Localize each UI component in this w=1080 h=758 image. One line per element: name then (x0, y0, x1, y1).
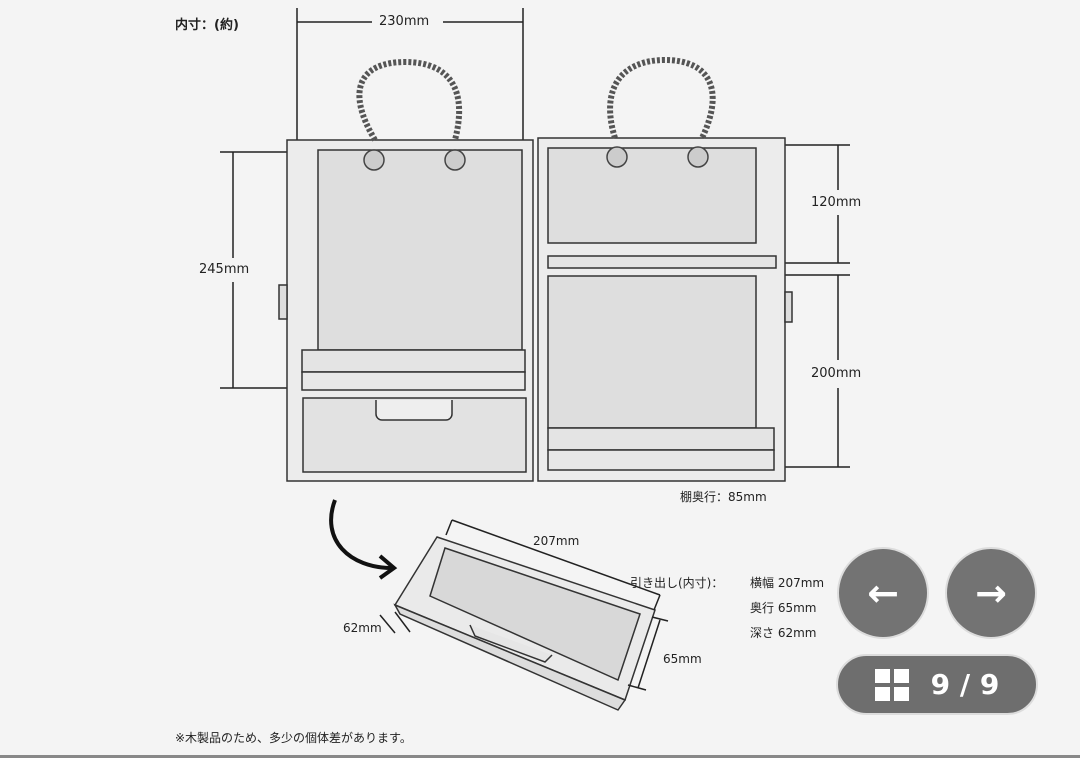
lower-compartment-dimension: 200mm (811, 366, 862, 381)
rope-knots (363, 146, 709, 171)
curved-arrow-icon (329, 499, 398, 580)
gallery-counter-button[interactable]: 9 / 9 (836, 654, 1038, 715)
next-image-button[interactable]: → (945, 547, 1037, 639)
drawer-spec-label: 引き出し(内寸)： (630, 576, 724, 590)
drawer-width-dimension: 207mm (533, 534, 580, 548)
image-counter: 9 / 9 (930, 668, 1000, 701)
previous-image-button[interactable]: ← (837, 547, 929, 639)
rope-handles (356, 56, 716, 142)
upper-compartment-dimension: 120mm (811, 195, 862, 210)
height-dimension: 245mm (199, 262, 250, 277)
left-box (278, 139, 534, 482)
drawer-dimension-lines (379, 519, 669, 691)
drawer-spec-depth: 奥行 65mm (750, 601, 817, 615)
disclaimer-note: ※木製品のため、多少の個体差があります。 (175, 731, 412, 745)
drawer-spec-width: 横幅 207mm (750, 576, 825, 590)
drawer-depth-dimension: 65mm (663, 652, 702, 666)
drawer-illustration (393, 536, 656, 711)
drawer-spec-height: 深さ 62mm (750, 626, 817, 640)
width-dimension: 230mm (379, 14, 430, 29)
arrow-right-icon: → (975, 571, 1007, 615)
drawer-height-dimension: 62mm (343, 621, 382, 635)
dimensions-heading: 内寸：(約) (175, 18, 239, 33)
arrow-left-icon: ← (867, 571, 899, 615)
shelf-depth: 棚奥行：85mm (680, 490, 767, 504)
grid-icon (874, 668, 909, 701)
divider (0, 755, 1080, 758)
right-box (537, 137, 793, 482)
